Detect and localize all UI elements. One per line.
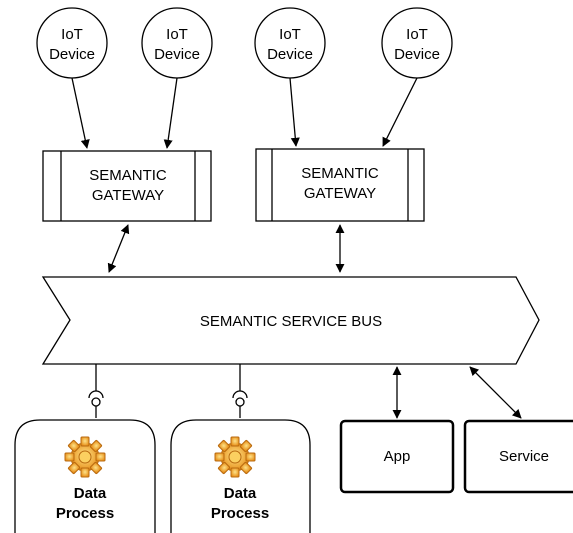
gateway-label: SEMANTIC (301, 165, 379, 182)
app-box: App (339, 419, 455, 494)
iot-device-4: IoT Device (381, 7, 453, 79)
service-label: Service (499, 448, 549, 465)
gateway-bus-connectors (107, 224, 345, 273)
gateway-label: SEMANTIC (89, 167, 167, 184)
iot-device-label: Device (267, 46, 313, 63)
device-gateway-connectors (71, 77, 418, 149)
device-arrow (163, 77, 178, 149)
data-process-label: Process (211, 505, 269, 522)
iot-device-3: IoT Device (254, 7, 326, 79)
service-bus-label: SEMANTIC SERVICE BUS (200, 313, 382, 330)
iot-device-label: Device (394, 46, 440, 63)
data-process-1: Data Process (14, 419, 156, 533)
iot-device-label: IoT (61, 26, 83, 43)
socket-icon (88, 390, 104, 399)
interface-sockets (88, 364, 248, 418)
iot-device-label: Device (49, 46, 95, 63)
data-process-label: Process (56, 505, 114, 522)
gear-icon (214, 436, 256, 478)
bidirectional-arrow (469, 366, 522, 419)
app-label: App (384, 448, 411, 465)
bus-consumer-connectors (392, 366, 522, 419)
gateway-label: GATEWAY (92, 187, 164, 204)
socket-icon (232, 390, 248, 399)
data-process-2: Data Process (170, 419, 311, 533)
data-process-label: Data (224, 485, 257, 502)
service-box: Service (463, 419, 573, 494)
data-process-label: Data (74, 485, 107, 502)
iot-device-1: IoT Device (36, 7, 108, 79)
gear-icon (64, 436, 106, 478)
semantic-gateway-1: SEMANTIC GATEWAY (42, 150, 212, 222)
semantic-service-bus: SEMANTIC SERVICE BUS (41, 276, 540, 365)
device-arrow (382, 77, 418, 147)
iot-device-label: Device (154, 46, 200, 63)
iot-device-label: IoT (166, 26, 188, 43)
iot-device-label: IoT (279, 26, 301, 43)
bidirectional-arrow (107, 224, 130, 273)
iot-device-label: IoT (406, 26, 428, 43)
iot-device-2: IoT Device (141, 7, 213, 79)
semantic-gateway-2: SEMANTIC GATEWAY (255, 148, 425, 222)
gateway-label: GATEWAY (304, 185, 376, 202)
device-arrow (289, 77, 300, 147)
device-arrow (71, 77, 90, 149)
